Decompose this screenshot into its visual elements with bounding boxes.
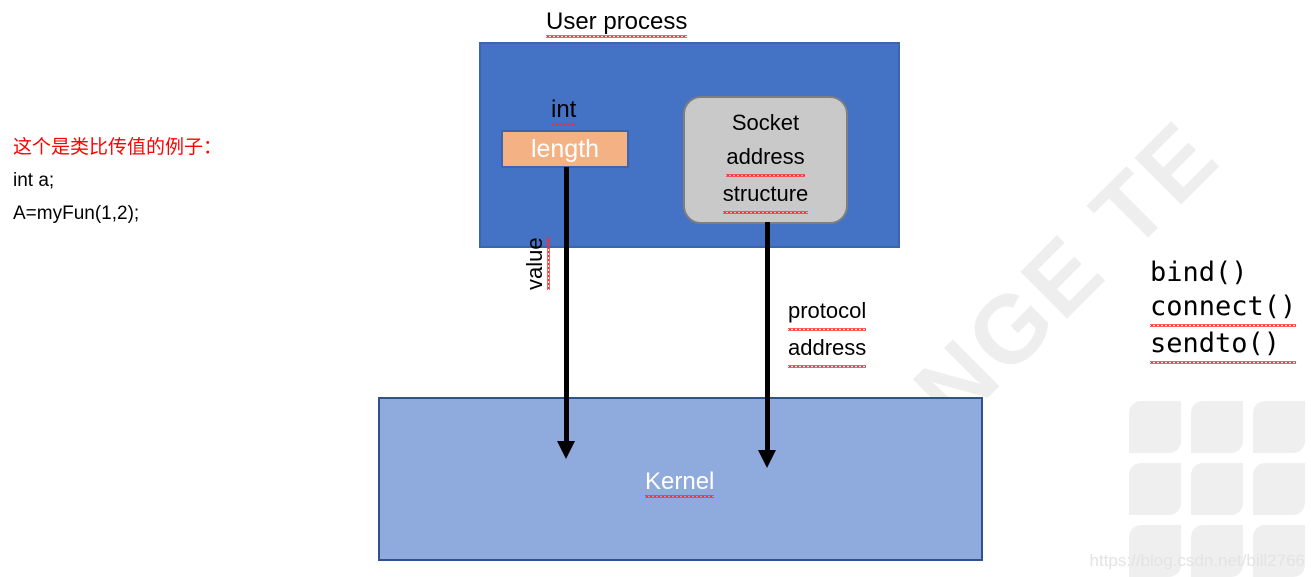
protocol-address-arrow-line bbox=[765, 222, 770, 450]
watermark-grid-cell bbox=[1191, 401, 1243, 453]
protocol-label-line-1: protocol bbox=[788, 294, 867, 331]
user-process-title: User process bbox=[546, 8, 688, 38]
watermark-grid-cell bbox=[1129, 525, 1181, 577]
protocol-address-arrow-head bbox=[758, 450, 776, 468]
note-line-declaration: int a; bbox=[13, 170, 55, 191]
watermark-grid-cell bbox=[1253, 401, 1305, 453]
watermark-url: https://blog.csdn.net/bill2766 bbox=[1089, 551, 1305, 570]
watermark-grid-cell bbox=[1129, 401, 1181, 453]
length-variable-label: length bbox=[530, 134, 600, 163]
api-function-sendto: sendto() bbox=[1150, 327, 1297, 364]
note-line-call: A=myFun(1,2); bbox=[13, 203, 140, 224]
int-type-label-text: int bbox=[551, 96, 577, 126]
socket-line-1: Socket bbox=[731, 110, 800, 135]
value-arrow-label: value bbox=[522, 237, 550, 290]
watermark-grid-cell bbox=[1191, 463, 1243, 515]
kernel-box bbox=[378, 397, 983, 561]
socket-address-structure-box: Socket address structure bbox=[683, 96, 848, 224]
value-arrow-head bbox=[557, 441, 575, 459]
value-arrow-label-text: value bbox=[522, 237, 550, 290]
int-type-label: int bbox=[551, 96, 577, 126]
watermark-grid-cell bbox=[1191, 525, 1243, 577]
api-function-connect: connect() bbox=[1150, 290, 1297, 327]
watermark-grid bbox=[1129, 401, 1305, 577]
user-process-title-text: User process bbox=[546, 8, 688, 38]
watermark-grid-cell bbox=[1129, 463, 1181, 515]
watermark-grid-cell bbox=[1253, 463, 1305, 515]
api-function-bind: bind() bbox=[1150, 257, 1248, 288]
kernel-label: Kernel bbox=[645, 468, 715, 498]
watermark-grid-cell bbox=[1253, 525, 1305, 577]
socket-line-3: structure bbox=[722, 177, 809, 214]
analogy-note: 这个是类比传值的例子： int a; A=myFun(1,2); bbox=[13, 131, 222, 230]
note-line-chinese: 这个是类比传值的例子： bbox=[13, 137, 223, 158]
protocol-address-arrow-label: protocol address bbox=[788, 294, 867, 368]
value-arrow-line bbox=[564, 167, 569, 441]
length-variable-box: length bbox=[501, 130, 629, 168]
socket-api-list: bind() connect() sendto() bbox=[1150, 256, 1297, 364]
protocol-label-line-2: address bbox=[788, 331, 867, 368]
kernel-label-text: Kernel bbox=[645, 468, 715, 498]
socket-line-2: address bbox=[726, 140, 805, 177]
